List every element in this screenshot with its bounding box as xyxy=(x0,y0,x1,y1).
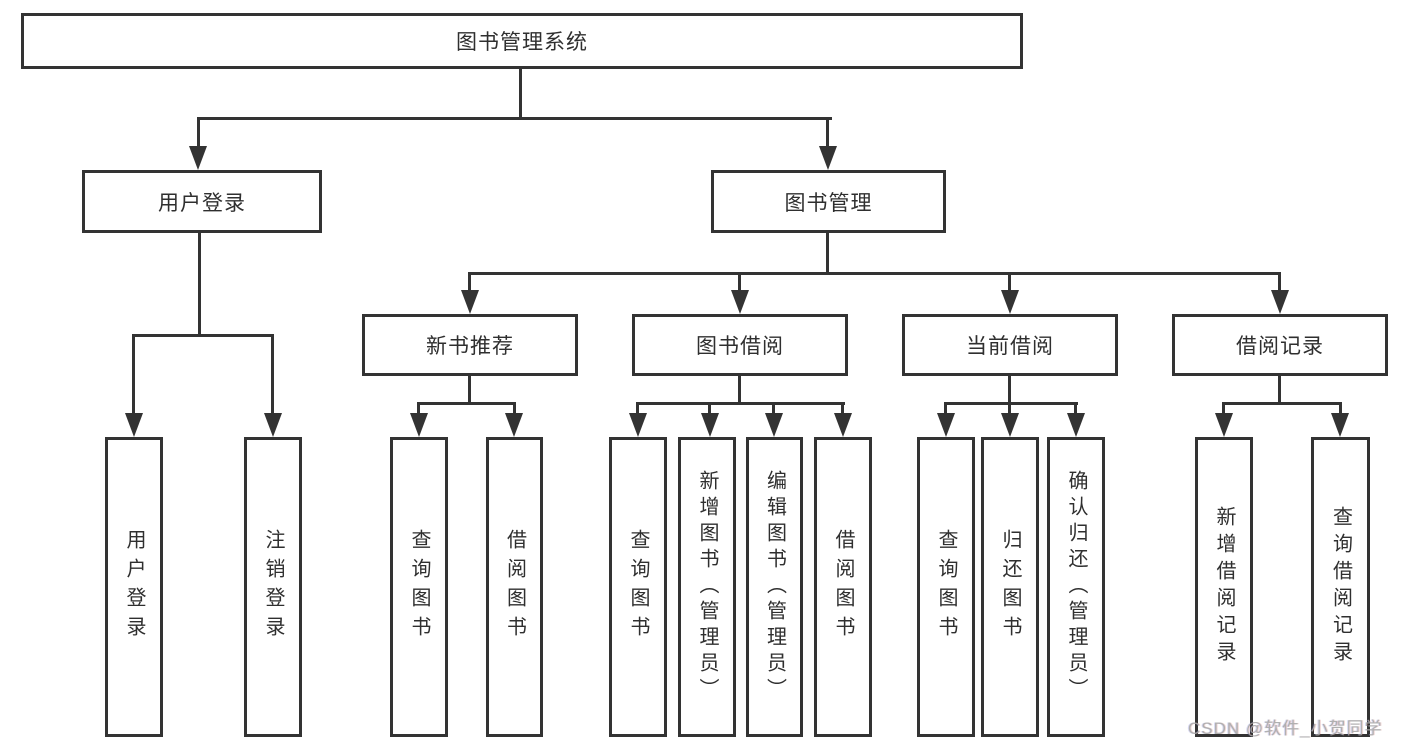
connector-line xyxy=(417,402,420,416)
connector-line xyxy=(468,272,471,292)
connector-line xyxy=(197,117,832,120)
leaf-add-book-admin: 新增图书（管理员） xyxy=(678,437,736,737)
arrow-down-icon xyxy=(125,413,143,437)
arrow-down-icon xyxy=(1271,290,1289,314)
arrow-down-icon xyxy=(731,290,749,314)
connector-line xyxy=(738,272,741,292)
leaf-logout: 注销登录 xyxy=(244,437,302,737)
connector-line xyxy=(826,117,829,149)
connector-line xyxy=(197,117,200,149)
connector-line xyxy=(1008,402,1011,416)
connector-line xyxy=(636,402,639,416)
node-new-book-recommend: 新书推荐 xyxy=(362,314,578,376)
node-book-borrow: 图书借阅 xyxy=(632,314,848,376)
node-borrow-record: 借阅记录 xyxy=(1172,314,1388,376)
connector-line xyxy=(1222,402,1342,405)
connector-line xyxy=(772,402,775,416)
leaf-query-book-current: 查询图书 xyxy=(917,437,975,737)
connector-line xyxy=(198,233,201,336)
arrow-down-icon xyxy=(937,413,955,437)
leaf-borrow-book: 借阅图书 xyxy=(814,437,872,737)
arrow-down-icon xyxy=(1001,413,1019,437)
connector-line xyxy=(708,402,711,416)
arrow-down-icon xyxy=(461,290,479,314)
node-current-borrow: 当前借阅 xyxy=(902,314,1118,376)
connector-line xyxy=(1008,376,1011,404)
leaf-query-book-recommend: 查询图书 xyxy=(390,437,448,737)
connector-line xyxy=(944,402,947,416)
watermark: CSDN @软件_小贺同学 xyxy=(1188,719,1383,738)
leaf-add-borrow-record: 新增借阅记录 xyxy=(1195,437,1253,737)
leaf-return-book: 归还图书 xyxy=(981,437,1039,737)
connector-line xyxy=(1074,402,1077,416)
leaf-query-borrow-record: 查询借阅记录 xyxy=(1311,437,1370,737)
connector-line xyxy=(738,376,741,404)
arrow-down-icon xyxy=(834,413,852,437)
connector-line xyxy=(1008,272,1011,292)
arrow-down-icon xyxy=(264,413,282,437)
leaf-query-book-borrow: 查询图书 xyxy=(609,437,667,737)
node-root: 图书管理系统 xyxy=(21,13,1023,69)
arrow-down-icon xyxy=(505,413,523,437)
arrow-down-icon xyxy=(410,413,428,437)
node-book-management: 图书管理 xyxy=(711,170,946,233)
arrow-down-icon xyxy=(1001,290,1019,314)
leaf-confirm-return-admin: 确认归还（管理员） xyxy=(1047,437,1105,737)
connector-line xyxy=(1222,402,1225,416)
connector-line xyxy=(841,402,844,416)
connector-line xyxy=(513,402,516,416)
connector-line xyxy=(468,376,471,404)
arrow-down-icon xyxy=(765,413,783,437)
arrow-down-icon xyxy=(701,413,719,437)
connector-line xyxy=(1278,376,1281,404)
node-user-login: 用户登录 xyxy=(82,170,322,233)
leaf-edit-book-admin: 编辑图书（管理员） xyxy=(746,437,803,737)
connector-line xyxy=(468,272,1281,275)
connector-line xyxy=(132,334,135,416)
connector-line xyxy=(519,68,522,119)
connector-line xyxy=(826,233,829,274)
connector-line xyxy=(271,334,274,416)
connector-line xyxy=(1278,272,1281,292)
connector-line xyxy=(1339,402,1342,416)
arrow-down-icon xyxy=(1331,413,1349,437)
leaf-user-login: 用户登录 xyxy=(105,437,163,737)
arrow-down-icon xyxy=(1067,413,1085,437)
connector-line xyxy=(417,402,516,405)
arrow-down-icon xyxy=(1215,413,1233,437)
arrow-down-icon xyxy=(189,146,207,170)
arrow-down-icon xyxy=(819,146,837,170)
connector-line xyxy=(636,402,845,405)
leaf-borrow-book-recommend: 借阅图书 xyxy=(486,437,543,737)
arrow-down-icon xyxy=(629,413,647,437)
connector-line xyxy=(944,402,1078,405)
connector-line xyxy=(132,334,274,337)
